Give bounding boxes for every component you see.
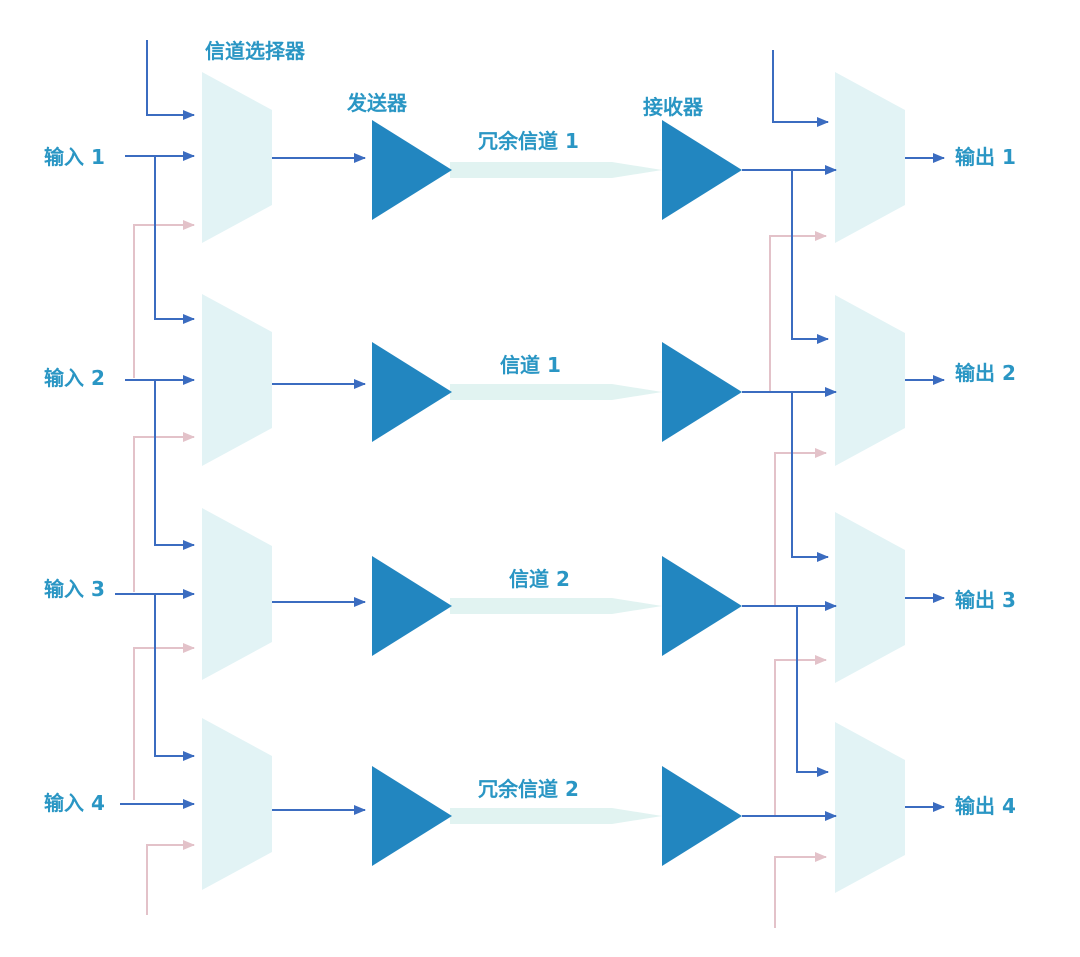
receivers	[662, 120, 742, 866]
alt-wire	[774, 448, 827, 606]
output-selector-4	[835, 722, 905, 893]
output-selector-2	[835, 295, 905, 466]
wire	[791, 392, 829, 562]
wire	[154, 156, 195, 324]
receiver-triangle-2	[662, 342, 742, 442]
channel-link-arrow-4	[450, 808, 662, 824]
alt-wire	[146, 840, 195, 915]
wire	[146, 40, 195, 120]
receiver-triangle-4	[662, 766, 742, 866]
output-selector-3	[835, 512, 905, 683]
receiver-triangle-3	[662, 556, 742, 656]
input-selector-3	[202, 508, 272, 680]
channel-link-arrow-3	[450, 598, 662, 614]
wire	[154, 380, 195, 550]
wire	[772, 50, 829, 127]
input-selectors	[202, 72, 272, 890]
alt-wire	[133, 432, 195, 592]
output-label-2: 输出 2	[955, 361, 1016, 385]
selector-label: 信道选择器	[205, 39, 306, 63]
output-label-3: 输出 3	[955, 588, 1016, 612]
transmitter-label: 发送器	[346, 91, 408, 115]
wire	[154, 594, 195, 761]
channel-label-1: 冗余信道 1	[478, 129, 579, 153]
receiver-triangle-1	[662, 120, 742, 220]
wire	[791, 170, 829, 344]
output-label-4: 输出 4	[955, 794, 1016, 818]
input-selector-1	[202, 72, 272, 243]
channel-label-3: 信道 2	[509, 567, 570, 591]
output-label-1: 输出 1	[955, 145, 1016, 169]
alt-wire	[774, 852, 827, 928]
input-label-4: 输入 4	[44, 791, 105, 815]
transmitter-triangle-2	[372, 342, 452, 442]
alt-wire	[133, 220, 195, 378]
receiver-label: 接收器	[643, 95, 704, 119]
transmitter-triangle-1	[372, 120, 452, 220]
output-selector-1	[835, 72, 905, 243]
channel-links	[450, 162, 662, 824]
channel-link-arrow-1	[450, 162, 662, 178]
transmitter-triangle-4	[372, 766, 452, 866]
input-label-3: 输入 3	[44, 577, 105, 601]
transmitter-triangle-3	[372, 556, 452, 656]
channel-label-4: 冗余信道 2	[478, 777, 579, 801]
alternate-wires	[133, 220, 827, 928]
channel-label-2: 信道 1	[500, 353, 561, 377]
input-selector-2	[202, 294, 272, 466]
input-label-1: 输入 1	[44, 145, 105, 169]
input-selector-4	[202, 718, 272, 890]
alt-wire	[769, 231, 827, 392]
wire	[796, 606, 829, 777]
input-label-2: 输入 2	[44, 366, 105, 390]
alt-wire	[133, 643, 195, 800]
transmitters	[372, 120, 452, 866]
primary-wires	[115, 40, 945, 821]
channel-link-arrow-2	[450, 384, 662, 400]
alt-wire	[774, 655, 827, 816]
output-selectors	[835, 72, 905, 893]
